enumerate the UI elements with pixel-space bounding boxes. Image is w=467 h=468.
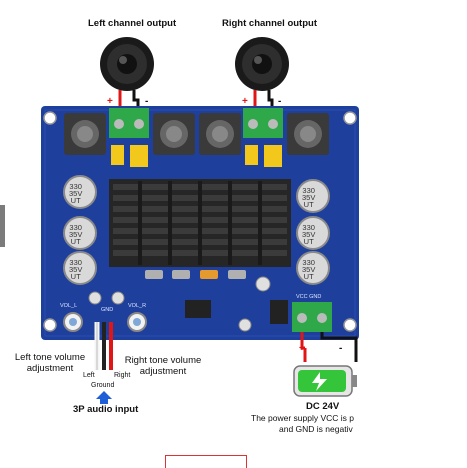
small-components <box>145 270 288 332</box>
output-terminals <box>109 108 283 138</box>
power-wires <box>300 332 358 362</box>
silk-vcc-gnd: VCC GND <box>296 294 322 300</box>
electrolytic-capacitors <box>63 175 330 285</box>
power-plus-sign: + <box>299 343 305 354</box>
power-note-line1: The power supply VCC is p <box>251 413 354 423</box>
capacitor-label-4: 330 35V UT <box>302 186 316 210</box>
capacitor-label-3: 330 35V UT <box>69 258 83 282</box>
capacitor-label-5: 330 35V UT <box>302 223 316 247</box>
audio-input-wires <box>94 322 113 370</box>
right-plus-sign: + <box>242 96 248 107</box>
input-arrow-icon <box>96 391 112 404</box>
left-output-label: Left channel output <box>88 18 177 29</box>
right-tone-label: Right tone volume adjustment <box>118 355 208 378</box>
right-output-label: Right channel output <box>222 18 317 29</box>
right-speaker-icon <box>235 37 289 91</box>
volume-knobs <box>63 291 147 332</box>
capacitor-label-6: 330 35V UT <box>302 258 316 282</box>
heatsink <box>109 179 291 267</box>
wire-left-label: Left <box>83 372 95 379</box>
wire-right-label: Right <box>114 372 131 379</box>
power-terminal <box>292 302 332 332</box>
right-tone-label-line2: adjustment <box>139 365 187 377</box>
left-tone-label-line1: Left tone volume <box>14 352 86 363</box>
film-capacitors <box>111 145 282 167</box>
power-note-line2: and GND is negativ <box>279 424 353 434</box>
wire-ground-label: Ground <box>91 382 115 389</box>
left-edge-bar <box>0 205 5 247</box>
left-plus-sign: + <box>107 96 113 107</box>
inductors <box>64 113 329 155</box>
capacitor-label-2: 330 35V UT <box>69 223 83 247</box>
left-minus-sign: - <box>145 96 149 107</box>
right-minus-sign: - <box>278 96 282 107</box>
cropped-box-outline <box>165 455 247 468</box>
silk-vol-r: VOL_R <box>128 303 147 309</box>
power-minus-sign: - <box>339 343 343 354</box>
right-tone-label-line1: Right tone volume <box>124 355 202 366</box>
silk-vol-l: VOL_L <box>60 303 78 309</box>
capacitor-label-1: 330 35V UT <box>69 182 83 206</box>
left-tone-label-line2: adjustment <box>26 362 74 374</box>
audio-input-label: 3P audio input <box>73 404 139 415</box>
dc-voltage-label: DC 24V <box>306 401 340 412</box>
battery-icon <box>293 365 357 397</box>
left-speaker-icon <box>100 37 154 91</box>
left-tone-label: Left tone volume adjustment <box>10 352 90 375</box>
silk-gnd: GND <box>101 307 114 313</box>
